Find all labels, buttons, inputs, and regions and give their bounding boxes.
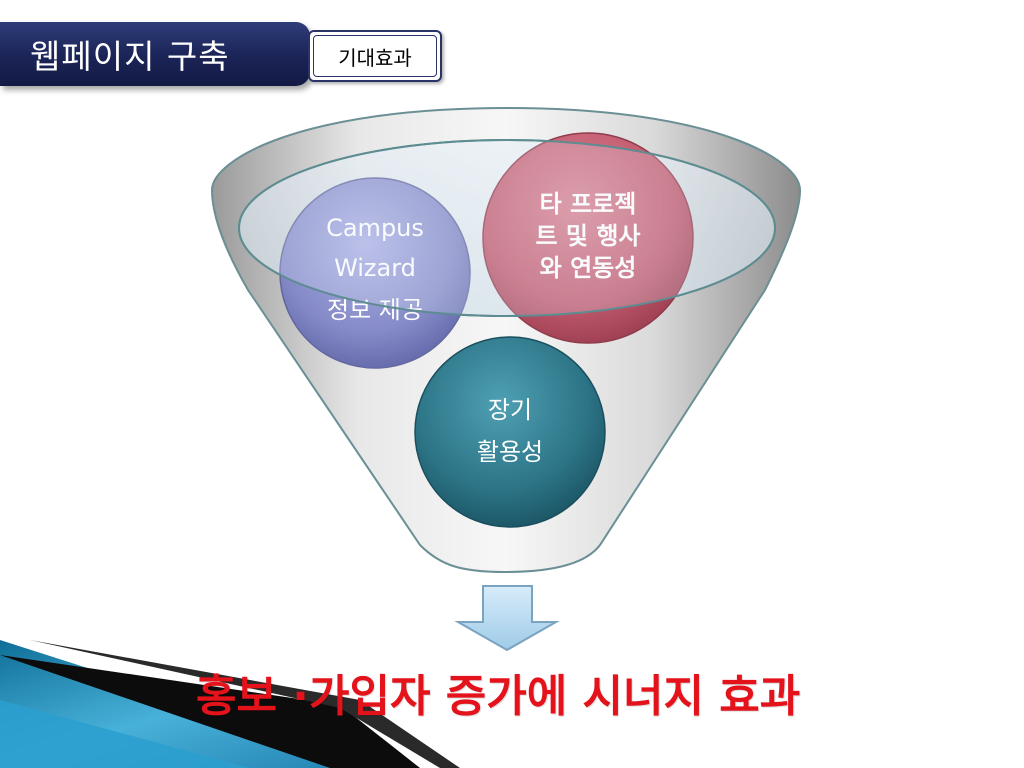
slide-title: 웹페이지 구축 <box>30 37 230 76</box>
circle-campus-line2: Wizard <box>334 254 416 282</box>
circle-longterm-line2: 활용성 <box>477 438 543 466</box>
decorative-stripes <box>0 640 460 768</box>
circle-campus-wizard: Campus Wizard 정보 제공 <box>279 177 471 369</box>
circle-project-link: 타 프로젝 트 및 행사 와 연동성 <box>482 132 694 344</box>
circle-longterm-line1: 장기 <box>488 396 532 424</box>
subtitle-tab: 기대효과 <box>308 30 442 82</box>
circle-project-line2: 트 및 행사 <box>535 222 640 250</box>
circle-long-term: 장기 활용성 <box>414 336 606 528</box>
funnel-rim <box>238 139 776 317</box>
down-arrow-icon <box>454 585 560 652</box>
circle-project-line1: 타 프로젝 <box>540 190 637 218</box>
result-text: 홍보 ·가입자 증가에 시너지 효과 <box>196 671 801 722</box>
circle-campus-line1: Campus <box>326 214 424 242</box>
subtitle-tab-label: 기대효과 <box>338 45 412 70</box>
circle-project-line3: 와 연동성 <box>540 254 637 282</box>
title-tab <box>0 22 310 86</box>
subtitle-tab-border <box>313 35 437 77</box>
